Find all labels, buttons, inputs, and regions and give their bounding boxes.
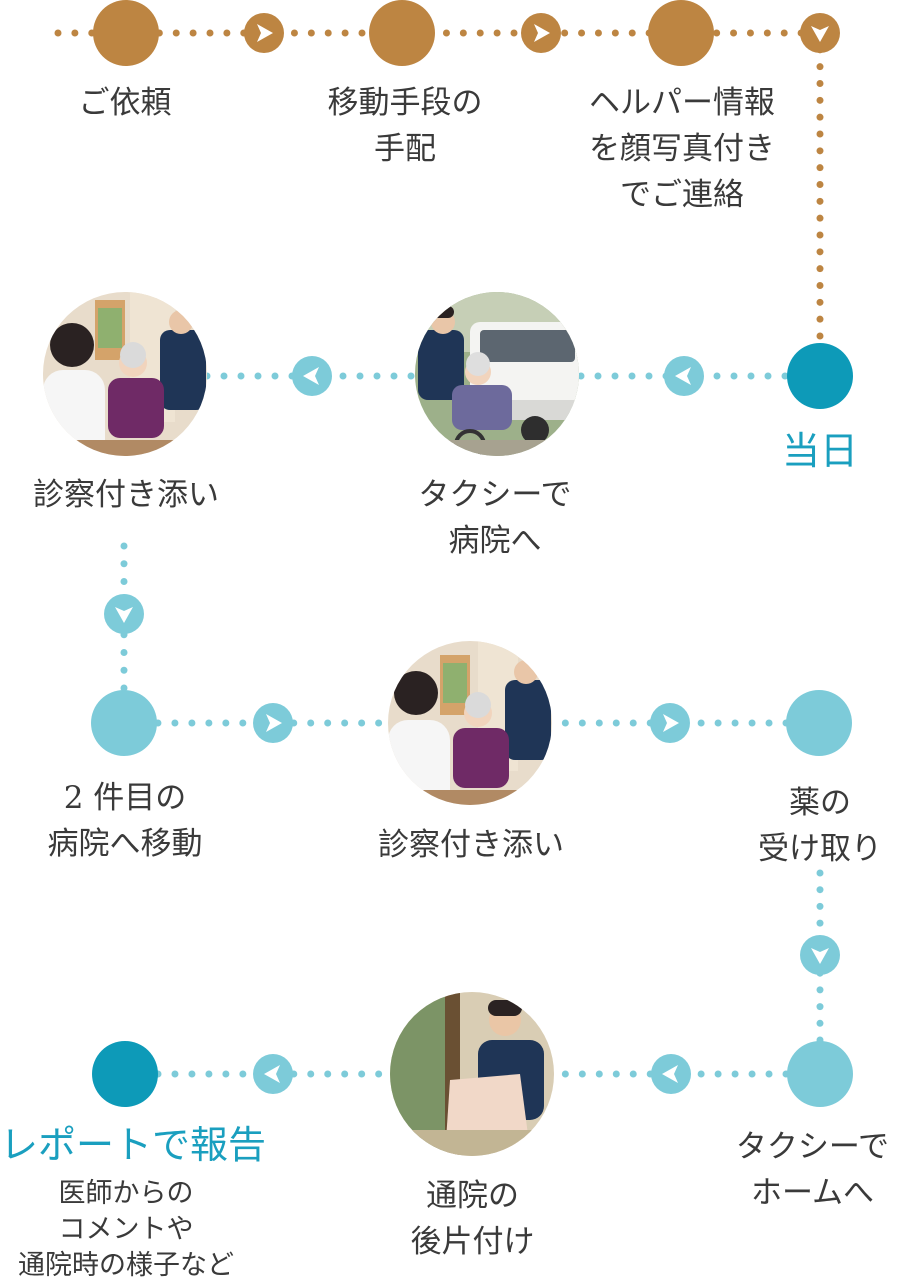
arrow-right-icon	[650, 703, 690, 743]
exam-photo	[43, 292, 207, 456]
step-report-note: 医師からの コメントや 通院時の様子など	[18, 1178, 234, 1281]
exam-photo	[388, 641, 552, 805]
step-helper-info-label: ヘルパー情報 を顔写真付き でご連絡	[589, 85, 775, 213]
step-cleanup-label: 通院の 後片付け	[410, 1178, 535, 1260]
step-taxi-home-label: タクシーで ホームへ	[735, 1129, 890, 1211]
taxi-photo	[415, 292, 579, 456]
step-report-title: レポートで報告	[0, 1123, 267, 1167]
arrow-down-icon	[104, 594, 144, 634]
arrow-left-icon	[664, 356, 704, 396]
step-exam-1-label: 診察付き添い	[33, 477, 219, 513]
step-transport-label: 移動手段の 手配	[327, 85, 483, 167]
helper-info-node	[648, 0, 714, 66]
report-node	[92, 1041, 158, 1107]
transport-node	[369, 0, 435, 66]
arrow-left-icon	[253, 1054, 293, 1094]
arrow-down-icon	[800, 13, 840, 53]
step-taxi-hospital-label: タクシーで 病院へ	[418, 477, 572, 559]
taxi-home-node	[787, 1041, 853, 1107]
step-request-label: ご依頼	[78, 85, 172, 121]
day-of-node	[787, 343, 853, 409]
laundry-photo	[390, 992, 554, 1156]
step-medicine-label: 薬の 受け取り	[758, 785, 882, 867]
arrow-right-icon	[253, 703, 293, 743]
step-day-of-label: 当日	[781, 429, 858, 473]
medicine-node	[786, 690, 852, 756]
step-second-hospital-label: 2 件目の 病院へ移動	[47, 780, 203, 862]
arrow-right-icon	[244, 13, 284, 53]
arrow-down-icon	[800, 935, 840, 975]
arrow-left-icon	[292, 356, 332, 396]
request-node	[93, 0, 159, 66]
arrow-left-icon	[651, 1054, 691, 1094]
arrow-right-icon	[521, 13, 561, 53]
step-exam-2-label: 診察付き添い	[378, 827, 564, 863]
second-hospital-node	[91, 690, 157, 756]
